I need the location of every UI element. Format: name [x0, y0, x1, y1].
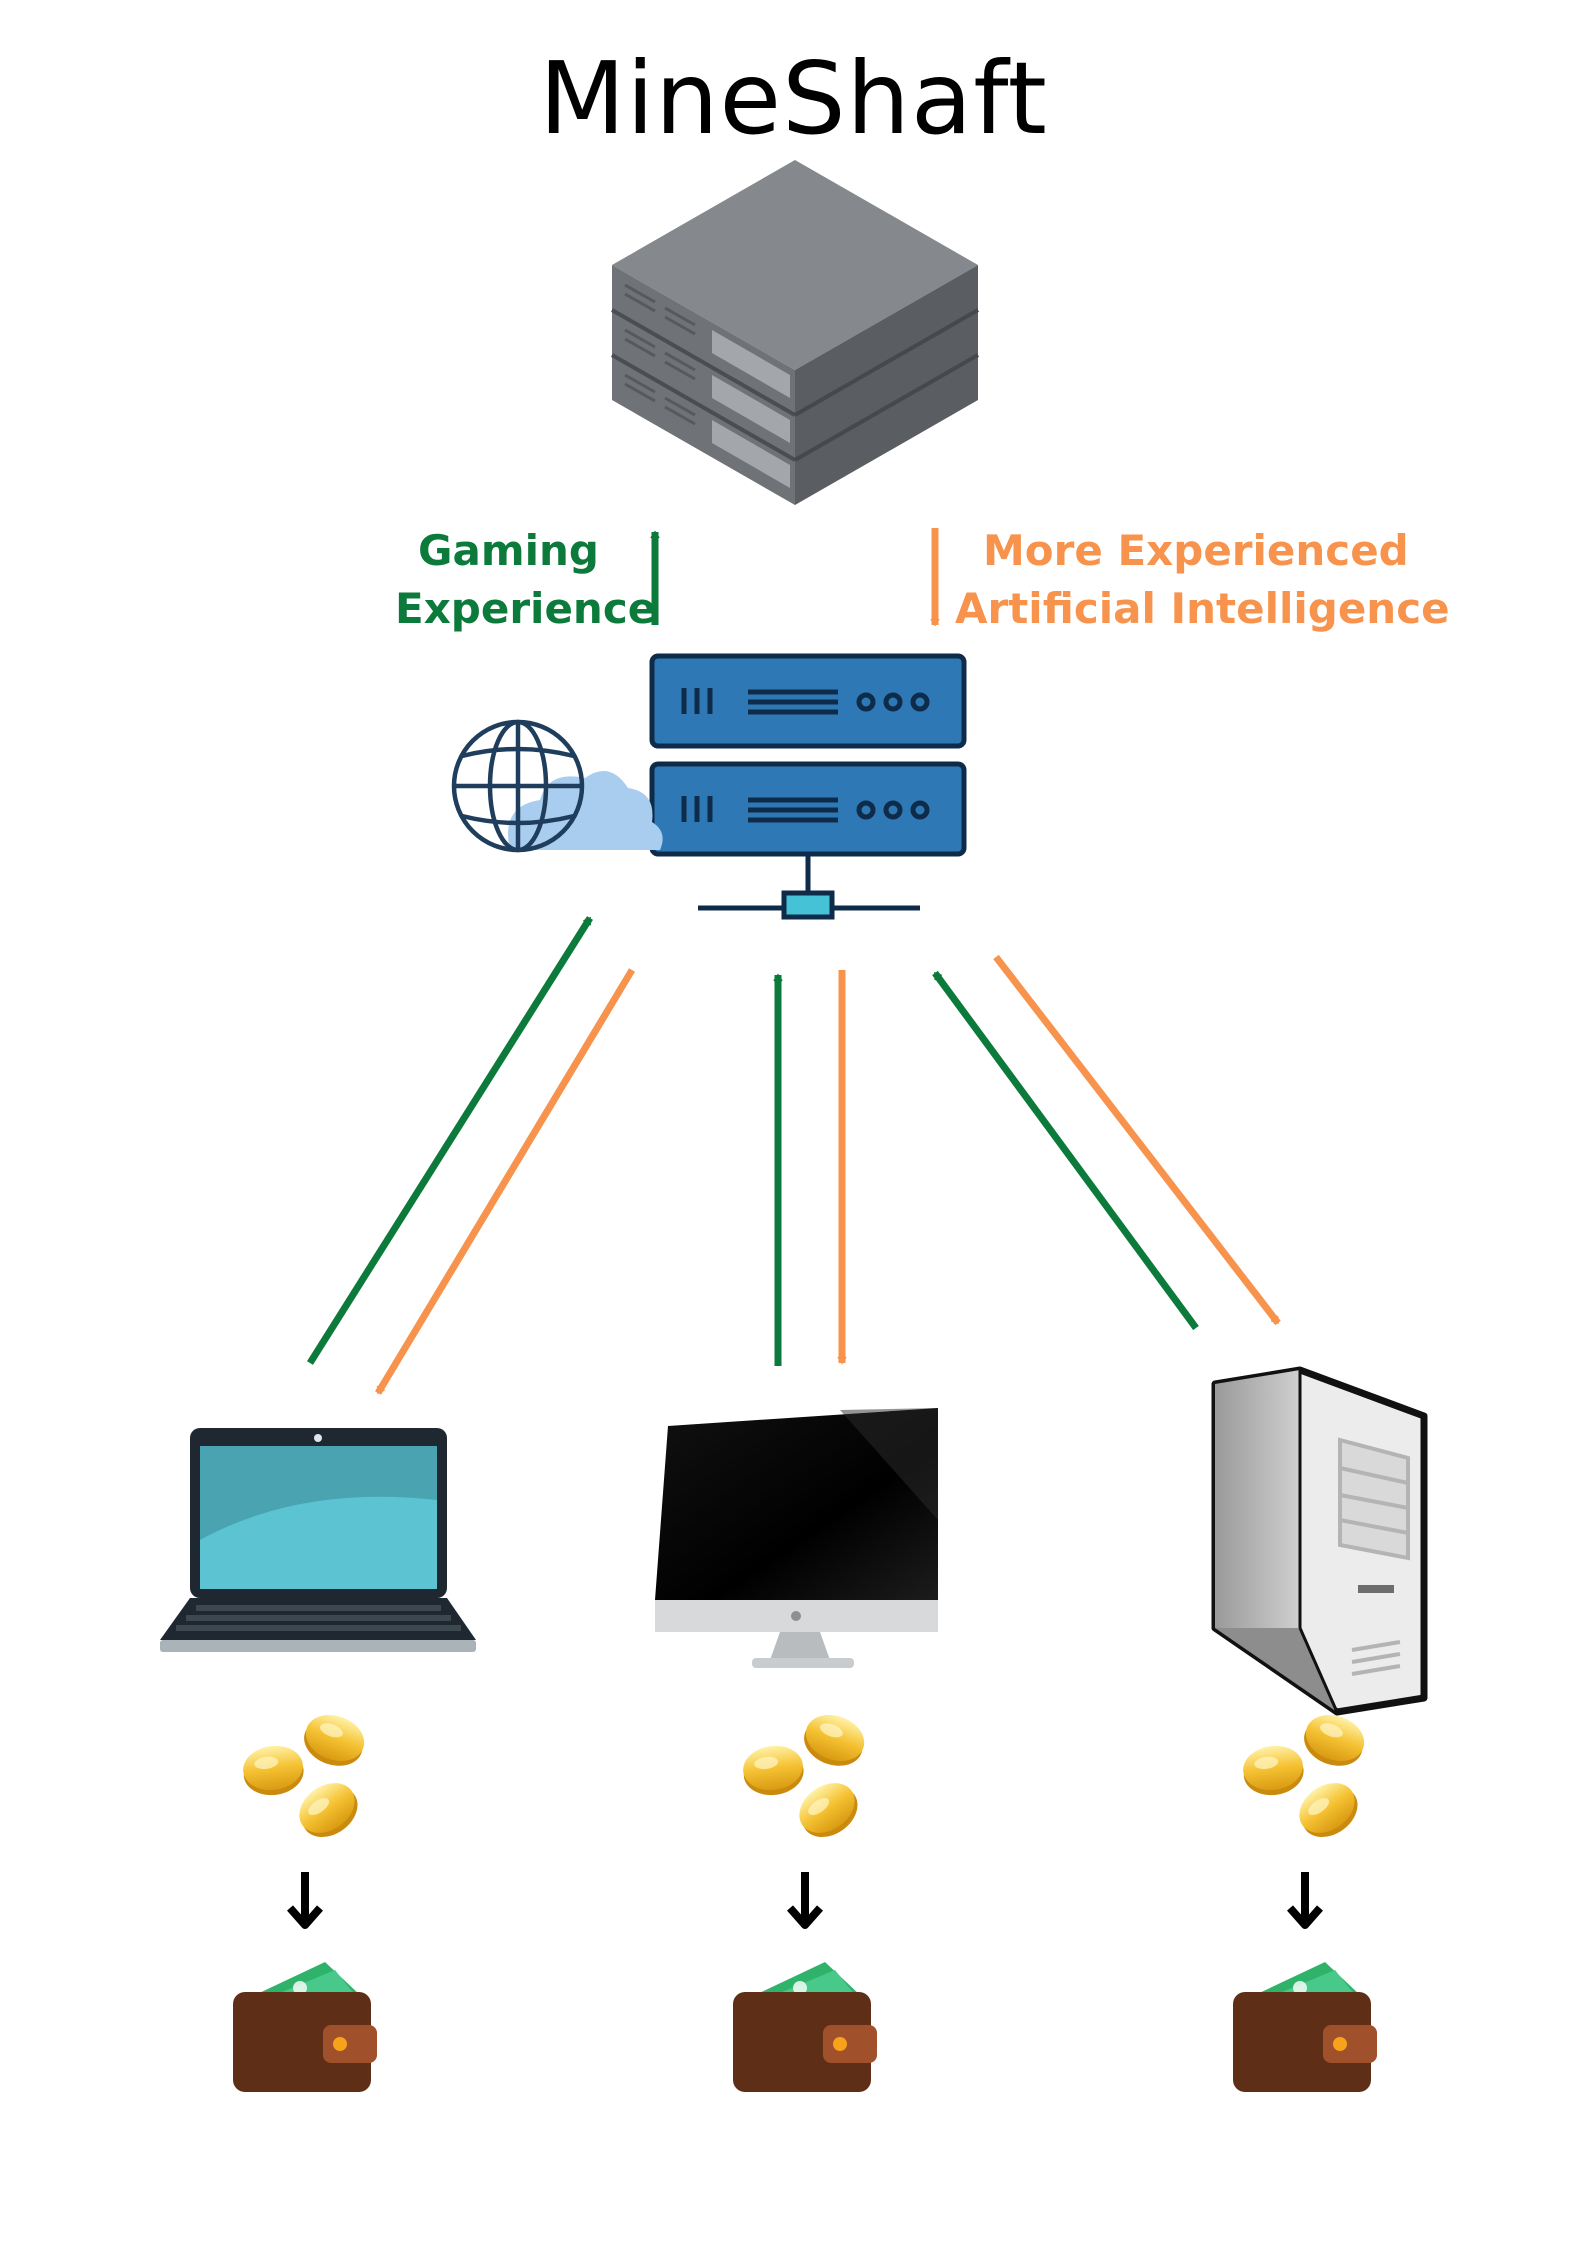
coin — [1243, 1745, 1304, 1796]
laptop-icon — [160, 1428, 476, 1652]
tower-down-arrow-black — [1287, 1872, 1323, 1929]
tower-wallet-icon — [1233, 1962, 1377, 2092]
coin — [299, 1783, 358, 1838]
monitor-down-arrow-black — [787, 1872, 823, 1929]
coin — [743, 1745, 804, 1796]
gaming-label-line1: Gaming — [418, 526, 599, 575]
coin — [1304, 1714, 1365, 1766]
laptop-up-arrow — [307, 916, 593, 1365]
monitor-gold-coins-icon — [743, 1714, 865, 1838]
payout-columns — [233, 1714, 1377, 2092]
page-title: MineShaft — [539, 40, 1048, 157]
coin — [799, 1783, 858, 1838]
ai-label-line1: More Experienced — [983, 526, 1409, 575]
coin — [804, 1714, 865, 1766]
server-stack-icon — [611, 160, 979, 505]
tower-down-arrow — [993, 954, 1281, 1326]
laptop-gold-coins-icon — [243, 1714, 365, 1838]
tower-gold-coins-icon — [1243, 1714, 1365, 1838]
laptop-down-arrow-black — [287, 1872, 323, 1929]
globe-cloud-icon — [451, 719, 663, 853]
coin — [1299, 1783, 1358, 1838]
coin — [304, 1714, 365, 1766]
tower-up-arrow — [932, 970, 1199, 1331]
monitor-wallet-icon — [733, 1962, 877, 2092]
laptop-down-arrow — [374, 968, 636, 1395]
monitor-icon — [655, 1408, 938, 1668]
ai-label: More Experienced Artificial Intelligence — [955, 522, 1515, 638]
laptop-wallet-icon — [233, 1962, 377, 2092]
gaming-label-line2: Experience — [395, 584, 657, 633]
network-server-icon — [649, 653, 967, 920]
gaming-experience-label: Gaming Experience — [395, 522, 657, 638]
desktop-tower-icon — [1211, 1366, 1428, 1716]
ai-label-line2: Artificial Intelligence — [955, 584, 1450, 633]
coin — [243, 1745, 304, 1796]
